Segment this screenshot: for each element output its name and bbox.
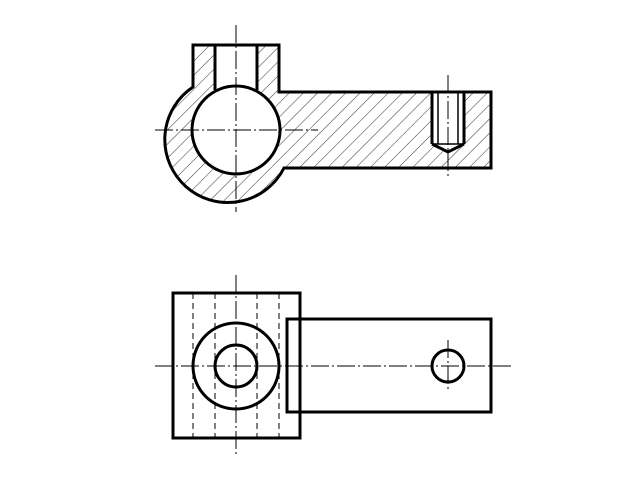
front-section-view — [155, 25, 493, 212]
top-view — [155, 275, 512, 455]
blind-hole — [430, 92, 466, 154]
section-hatch — [164, 45, 491, 203]
front-outline — [163, 43, 493, 204]
